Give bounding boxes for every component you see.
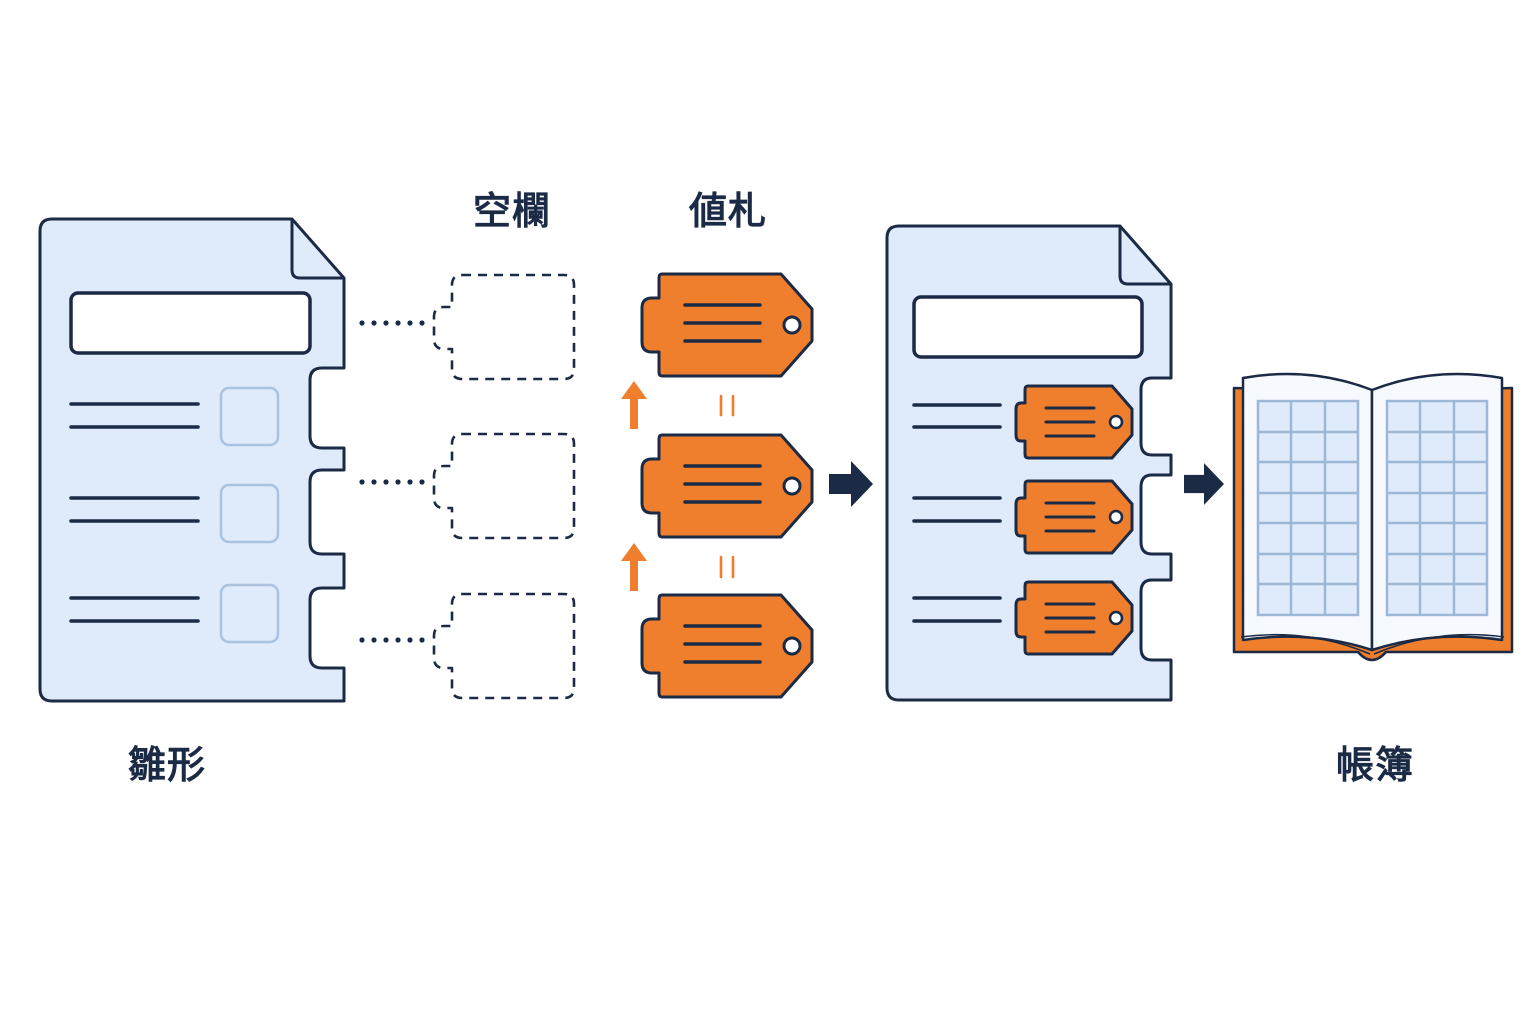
price-tag-icon <box>1014 479 1134 555</box>
arrow-up-icon <box>621 381 647 429</box>
price-tag-icon <box>1014 580 1134 656</box>
price-tag-icon <box>640 593 814 699</box>
open-book-icon <box>1232 372 1514 662</box>
equals-icon <box>719 555 735 579</box>
dotted-connector <box>359 320 425 643</box>
ledger-label: 帳簿 <box>1336 743 1415 787</box>
ledger-grid <box>1256 399 1489 617</box>
equals-icon <box>719 394 735 417</box>
blank-fields-label: 空欄 <box>473 189 552 233</box>
arrow-up-icon <box>621 543 647 591</box>
blank-slot-icon <box>432 592 576 700</box>
price-tag-icon <box>1014 384 1134 460</box>
template-header-field <box>69 291 312 355</box>
template-slot-box <box>219 386 280 447</box>
blank-slot-icon <box>432 273 576 381</box>
filled-document-icon <box>885 224 1173 702</box>
template-slot-box <box>219 483 280 544</box>
value-tags-label: 値札 <box>689 189 768 233</box>
filled-header-field <box>912 295 1144 359</box>
price-tag-icon <box>640 433 814 539</box>
arrow-right-icon <box>829 461 873 507</box>
template-document-icon <box>38 217 346 703</box>
blank-slot-icon <box>432 432 576 540</box>
arrow-right-icon <box>1184 463 1224 505</box>
template-slot-box <box>219 583 280 644</box>
price-tag-icon <box>640 272 814 378</box>
template-label: 雛形 <box>128 743 207 787</box>
